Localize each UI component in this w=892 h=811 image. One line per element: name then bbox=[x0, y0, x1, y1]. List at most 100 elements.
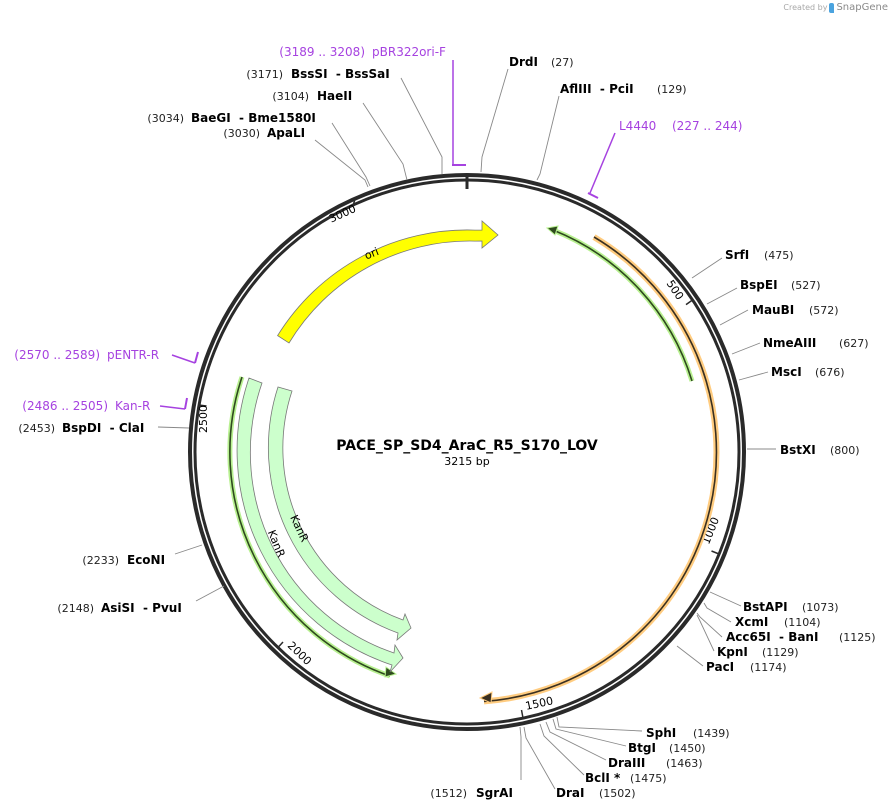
enzyme-sgrai[interactable]: (1512) SgrAI bbox=[430, 786, 512, 800]
plasmid-name: PACE_SP_SD4_AraC_R5_S170_LOV bbox=[336, 438, 598, 454]
plasmid-length: 3215 bp bbox=[444, 455, 489, 468]
enzyme-name: DraI bbox=[556, 786, 584, 800]
enzyme-name: ApaLI bbox=[267, 126, 305, 140]
primer-range: (2486 .. 2505) bbox=[22, 399, 108, 413]
enzyme-name: SgrAI bbox=[476, 786, 513, 800]
enzyme-nmeaiii[interactable]: NmeAIII (627) bbox=[763, 336, 869, 350]
credit-brand: SnapGene bbox=[836, 2, 888, 13]
enzyme-position: (527) bbox=[791, 279, 821, 292]
enzyme-apali[interactable]: (3030) ApaLI bbox=[223, 126, 305, 140]
feature-label-ori: ori bbox=[363, 245, 381, 262]
snapgene-credit: Created by SnapGene bbox=[783, 2, 888, 13]
enzyme-acc65i-bani[interactable]: Acc65I - BanI (1125) bbox=[726, 630, 876, 644]
enzyme-name: BaeGI - Bme1580I bbox=[191, 111, 316, 125]
enzyme-position: (3034) bbox=[147, 112, 184, 125]
enzyme-srfi[interactable]: SrfI (475) bbox=[725, 248, 794, 262]
enzyme-name: DrdI bbox=[509, 55, 538, 69]
enzyme-maubi[interactable]: MauBI (572) bbox=[752, 303, 839, 317]
credit-prefix: Created by bbox=[783, 3, 828, 12]
enzyme-name: BclI * bbox=[585, 771, 621, 785]
enzyme-sphi[interactable]: SphI (1439) bbox=[646, 726, 730, 740]
enzyme-btgi[interactable]: BtgI (1450) bbox=[628, 741, 706, 755]
enzyme-position: (1073) bbox=[802, 601, 839, 614]
enzyme-name: BspEI bbox=[740, 278, 778, 292]
primer-name: pBR322ori-F bbox=[372, 45, 446, 59]
enzyme-position: (1450) bbox=[669, 742, 706, 755]
enzyme-bcli[interactable]: BclI * (1475) bbox=[585, 771, 667, 785]
enzyme-paci[interactable]: PacI (1174) bbox=[706, 660, 787, 674]
enzyme-leaders bbox=[157, 68, 776, 790]
enzyme-name: Acc65I - BanI bbox=[726, 630, 818, 644]
primer-name: pENTR-R bbox=[107, 348, 159, 362]
primer-kan-r[interactable]: (2486 .. 2505) Kan-R bbox=[22, 397, 188, 413]
enzyme-drdi[interactable]: DrdI (27) bbox=[509, 55, 574, 69]
enzyme-name: DraIII bbox=[608, 756, 645, 770]
primer-pentr-r[interactable]: (2570 .. 2589) pENTR-R bbox=[14, 348, 199, 364]
enzyme-bspei[interactable]: BspEI (527) bbox=[740, 278, 821, 292]
enzyme-position: (3171) bbox=[246, 68, 283, 81]
primer-name: L4440 bbox=[619, 119, 656, 133]
primer-range: (2570 .. 2589) bbox=[14, 348, 100, 362]
enzyme-econi[interactable]: (2233) EcoNI bbox=[82, 553, 165, 567]
enzyme-name: BtgI bbox=[628, 741, 656, 755]
enzyme-position: (475) bbox=[764, 249, 794, 262]
enzyme-name: AflIII - PciI bbox=[560, 82, 634, 96]
enzyme-name: BstAPI bbox=[743, 600, 788, 614]
tick-1500: 1500 bbox=[520, 694, 554, 719]
enzyme-draiii[interactable]: DraIII (1463) bbox=[608, 756, 703, 770]
enzyme-position: (1512) bbox=[430, 787, 467, 800]
primer-range: (3189 .. 3208) bbox=[279, 45, 365, 59]
enzyme-position: (1502) bbox=[599, 787, 636, 800]
enzyme-position: (572) bbox=[809, 304, 839, 317]
enzyme-bsssi-bsssai[interactable]: (3171) BssSI - BssSaI bbox=[246, 67, 389, 81]
feature-green-arc-left[interactable] bbox=[227, 376, 398, 679]
enzyme-name: PacI bbox=[706, 660, 734, 674]
enzyme-haeii[interactable]: (3104) HaeII bbox=[272, 89, 352, 103]
primer-range: (227 .. 244) bbox=[672, 119, 742, 133]
tick-2500: 2500 bbox=[197, 404, 210, 433]
enzyme-bstxi[interactable]: BstXI (800) bbox=[780, 443, 860, 457]
tick-label: 2500 bbox=[197, 405, 210, 433]
enzyme-name: SphI bbox=[646, 726, 676, 740]
enzyme-name: MscI bbox=[771, 365, 802, 379]
tick-label: 3000 bbox=[327, 202, 358, 225]
enzyme-position: (3104) bbox=[272, 90, 309, 103]
enzyme-msci[interactable]: MscI (676) bbox=[771, 365, 845, 379]
primer-name: Kan-R bbox=[115, 399, 150, 413]
feature-kanr-outer[interactable]: KanR bbox=[236, 377, 404, 673]
enzyme-drai[interactable]: DraI (1502) bbox=[556, 786, 636, 800]
feature-ori[interactable]: ori bbox=[277, 220, 499, 344]
feature-orange-arc[interactable] bbox=[478, 234, 720, 705]
enzyme-position: (800) bbox=[830, 444, 860, 457]
enzyme-position: (1129) bbox=[762, 646, 799, 659]
primer-l4440[interactable]: L4440 (227 .. 244) bbox=[587, 119, 742, 199]
enzyme-name: BspDI - ClaI bbox=[62, 421, 144, 435]
enzyme-position: (3030) bbox=[223, 127, 260, 140]
enzyme-position: (627) bbox=[839, 337, 869, 350]
enzyme-position: (676) bbox=[815, 366, 845, 379]
feature-kanr-inner[interactable]: KanR bbox=[267, 386, 412, 641]
enzyme-position: (129) bbox=[657, 83, 687, 96]
enzyme-name: HaeII bbox=[317, 89, 352, 103]
enzyme-name: AsiSI - PvuI bbox=[101, 601, 182, 615]
enzyme-baegi-bme1580i[interactable]: (3034) BaeGI - Bme1580I bbox=[147, 111, 315, 125]
enzyme-xcmi[interactable]: XcmI (1104) bbox=[735, 615, 821, 629]
tick-label: 1500 bbox=[524, 694, 554, 713]
enzyme-name: XcmI bbox=[735, 615, 768, 629]
enzyme-position: (1475) bbox=[630, 772, 667, 785]
enzyme-position: (2453) bbox=[18, 422, 55, 435]
snapgene-logo-icon bbox=[829, 2, 835, 13]
primer-pbr322ori-f[interactable]: (3189 .. 3208) pBR322ori-F bbox=[279, 45, 466, 166]
enzyme-name: BssSI - BssSaI bbox=[291, 67, 390, 81]
enzyme-kpni[interactable]: KpnI (1129) bbox=[717, 645, 799, 659]
feature-green-arc-right[interactable] bbox=[545, 225, 695, 382]
enzyme-position: (2148) bbox=[57, 602, 94, 615]
enzyme-asisi-pvui[interactable]: (2148) AsiSI - PvuI bbox=[57, 601, 181, 615]
enzyme-name: BstXI bbox=[780, 443, 816, 457]
enzyme-name: MauBI bbox=[752, 303, 794, 317]
enzyme-afliii-pcii[interactable]: AflIII - PciI (129) bbox=[560, 82, 687, 96]
enzyme-bstapi[interactable]: BstAPI (1073) bbox=[743, 600, 839, 614]
enzyme-name: KpnI bbox=[717, 645, 748, 659]
enzyme-bspdi-clai[interactable]: (2453) BspDI - ClaI bbox=[18, 421, 144, 435]
